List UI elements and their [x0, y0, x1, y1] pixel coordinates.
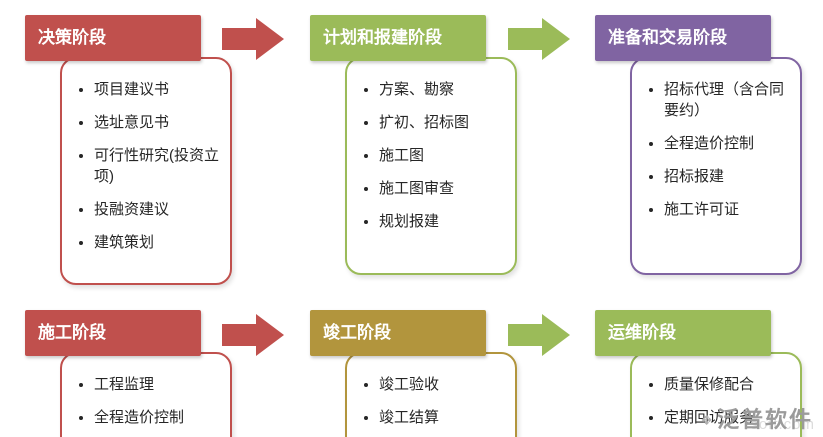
phase-construction-box: 工程监理 全程造价控制 [60, 352, 232, 437]
phase-item: 竣工结算 [379, 407, 507, 428]
phase-item-list: 工程监理 全程造价控制 [76, 374, 222, 428]
phase-title: 运维阶段 [608, 323, 676, 342]
phase-item: 建筑策划 [94, 232, 222, 253]
phase-item-list: 招标代理（含合同要约） 全程造价控制 招标报建 施工许可证 [646, 79, 792, 220]
phase-item: 全程造价控制 [664, 133, 792, 154]
phase-title: 准备和交易阶段 [608, 28, 727, 47]
phase-preparation-header: 准备和交易阶段 [595, 15, 771, 61]
phase-item: 全程造价控制 [94, 407, 222, 428]
phase-item: 选址意见书 [94, 112, 222, 133]
arrow-right-icon [222, 16, 284, 62]
watermark-url: soft.com [750, 416, 815, 433]
phase-decision: 决策阶段 项目建议书 选址意见书 可行性研究(投资立项) 投融资建议 建筑策划 [25, 15, 232, 285]
phase-decision-header: 决策阶段 [25, 15, 201, 61]
phase-preparation-box: 招标代理（含合同要约） 全程造价控制 招标报建 施工许可证 [630, 57, 802, 275]
phase-completion-header: 竣工阶段 [310, 310, 486, 356]
phase-item: 扩初、招标图 [379, 112, 507, 133]
phase-operation-box: 质量保修配合 定期回访服务 [630, 352, 802, 437]
phase-item: 竣工验收 [379, 374, 507, 395]
watermark: soft.com ❖ 泛普软件 [700, 407, 815, 433]
phase-operation-header: 运维阶段 [595, 310, 771, 356]
phase-item: 施工图审查 [379, 178, 507, 199]
phase-title: 竣工阶段 [323, 323, 391, 342]
phase-item-list: 方案、勘察 扩初、招标图 施工图 施工图审查 规划报建 [361, 79, 507, 232]
phase-item: 项目建议书 [94, 79, 222, 100]
phase-construction-header: 施工阶段 [25, 310, 201, 356]
phase-construction: 施工阶段 工程监理 全程造价控制 [25, 310, 232, 437]
phase-item-list: 项目建议书 选址意见书 可行性研究(投资立项) 投融资建议 建筑策划 [76, 79, 222, 253]
phase-operation: 运维阶段 质量保修配合 定期回访服务 [595, 310, 802, 437]
phase-item: 施工许可证 [664, 199, 792, 220]
phase-decision-box: 项目建议书 选址意见书 可行性研究(投资立项) 投融资建议 建筑策划 [60, 57, 232, 285]
phase-completion-box: 竣工验收 竣工结算 [345, 352, 517, 437]
phase-item: 定期回访服务 [664, 407, 792, 428]
phase-item: 投融资建议 [94, 199, 222, 220]
phase-item: 方案、勘察 [379, 79, 507, 100]
phase-item: 可行性研究(投资立项) [94, 145, 222, 187]
phase-planning-box: 方案、勘察 扩初、招标图 施工图 施工图审查 规划报建 [345, 57, 517, 275]
phase-item-list: 质量保修配合 定期回访服务 [646, 374, 792, 428]
phase-planning: 计划和报建阶段 方案、勘察 扩初、招标图 施工图 施工图审查 规划报建 [310, 15, 517, 275]
phase-title: 施工阶段 [38, 323, 106, 342]
phase-item: 招标代理（含合同要约） [664, 79, 792, 121]
phase-planning-header: 计划和报建阶段 [310, 15, 486, 61]
phase-item-list: 竣工验收 竣工结算 [361, 374, 507, 428]
phase-item: 施工图 [379, 145, 507, 166]
watermark-brand: 泛普软件 [716, 407, 813, 432]
phase-preparation: 准备和交易阶段 招标代理（含合同要约） 全程造价控制 招标报建 施工许可证 [595, 15, 802, 275]
phase-title: 决策阶段 [38, 28, 106, 47]
watermark-logo-icon: ❖ [700, 412, 713, 428]
phase-completion: 竣工阶段 竣工验收 竣工结算 [310, 310, 517, 437]
phase-title: 计划和报建阶段 [323, 28, 442, 47]
arrow-right-icon [508, 312, 570, 358]
arrow-right-icon [222, 312, 284, 358]
phase-item: 工程监理 [94, 374, 222, 395]
phase-item: 规划报建 [379, 211, 507, 232]
phase-item: 招标报建 [664, 166, 792, 187]
phase-item: 质量保修配合 [664, 374, 792, 395]
arrow-right-icon [508, 16, 570, 62]
